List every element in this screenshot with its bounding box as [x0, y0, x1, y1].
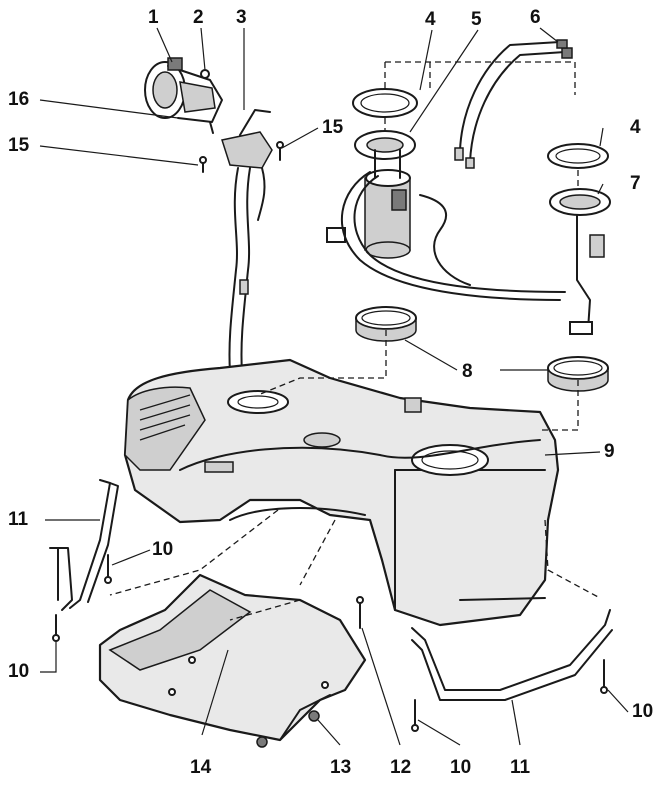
callout-3: 3 — [236, 7, 247, 28]
level-sender-7 — [549, 188, 611, 335]
callout-16: 16 — [8, 89, 30, 110]
fuel-tank-9 — [123, 358, 560, 627]
leader-lines — [39, 27, 629, 746]
callout-4-top: 4 — [425, 9, 436, 30]
filler-flap-housing — [144, 57, 223, 134]
screw-15-right — [276, 141, 284, 161]
screw-15-left — [199, 156, 207, 173]
callout-11-left: 11 — [8, 509, 29, 530]
bolt-10-right — [600, 659, 608, 694]
callout-12: 12 — [390, 757, 412, 778]
tank-strap-11-left — [49, 479, 119, 611]
callout-10-right: 10 — [632, 701, 654, 722]
callout-10-left-upper: 10 — [152, 539, 174, 560]
assembly-lines — [109, 61, 601, 621]
filler-neck — [221, 109, 273, 373]
callout-6: 6 — [530, 7, 541, 28]
bolt-12 — [356, 596, 364, 629]
bolt-10-left-upper — [104, 554, 112, 584]
callout-15-right: 15 — [322, 117, 344, 138]
nut-13 — [308, 710, 320, 722]
fuel-line-6 — [454, 39, 573, 169]
callout-8: 8 — [462, 361, 473, 382]
locking-ring-8-left — [355, 306, 417, 342]
callout-11-right: 11 — [510, 757, 531, 778]
tank-strap-11-right — [411, 609, 613, 701]
seal-ring-4-right — [547, 143, 609, 169]
callout-13: 13 — [330, 757, 352, 778]
nut-13b — [256, 736, 268, 748]
locking-ring-8-right — [547, 356, 609, 392]
callout-1: 1 — [148, 7, 159, 28]
heat-shield-14 — [98, 573, 367, 742]
bolt-10-left-lower — [52, 614, 60, 642]
pump-hose — [341, 171, 566, 301]
callout-9: 9 — [604, 441, 615, 462]
seal-ring-4-top — [352, 88, 418, 118]
fuel-pump-module-5 — [326, 130, 416, 259]
callout-10-bottom: 10 — [450, 757, 472, 778]
callout-5: 5 — [471, 9, 482, 30]
bolt-10-right-lower — [411, 699, 419, 732]
callout-15-left: 15 — [8, 135, 30, 156]
callout-7: 7 — [630, 173, 641, 194]
callout-14: 14 — [190, 757, 212, 778]
callout-10-left-lower: 10 — [8, 661, 30, 682]
callout-4-right: 4 — [630, 117, 641, 138]
callout-2: 2 — [193, 7, 204, 28]
